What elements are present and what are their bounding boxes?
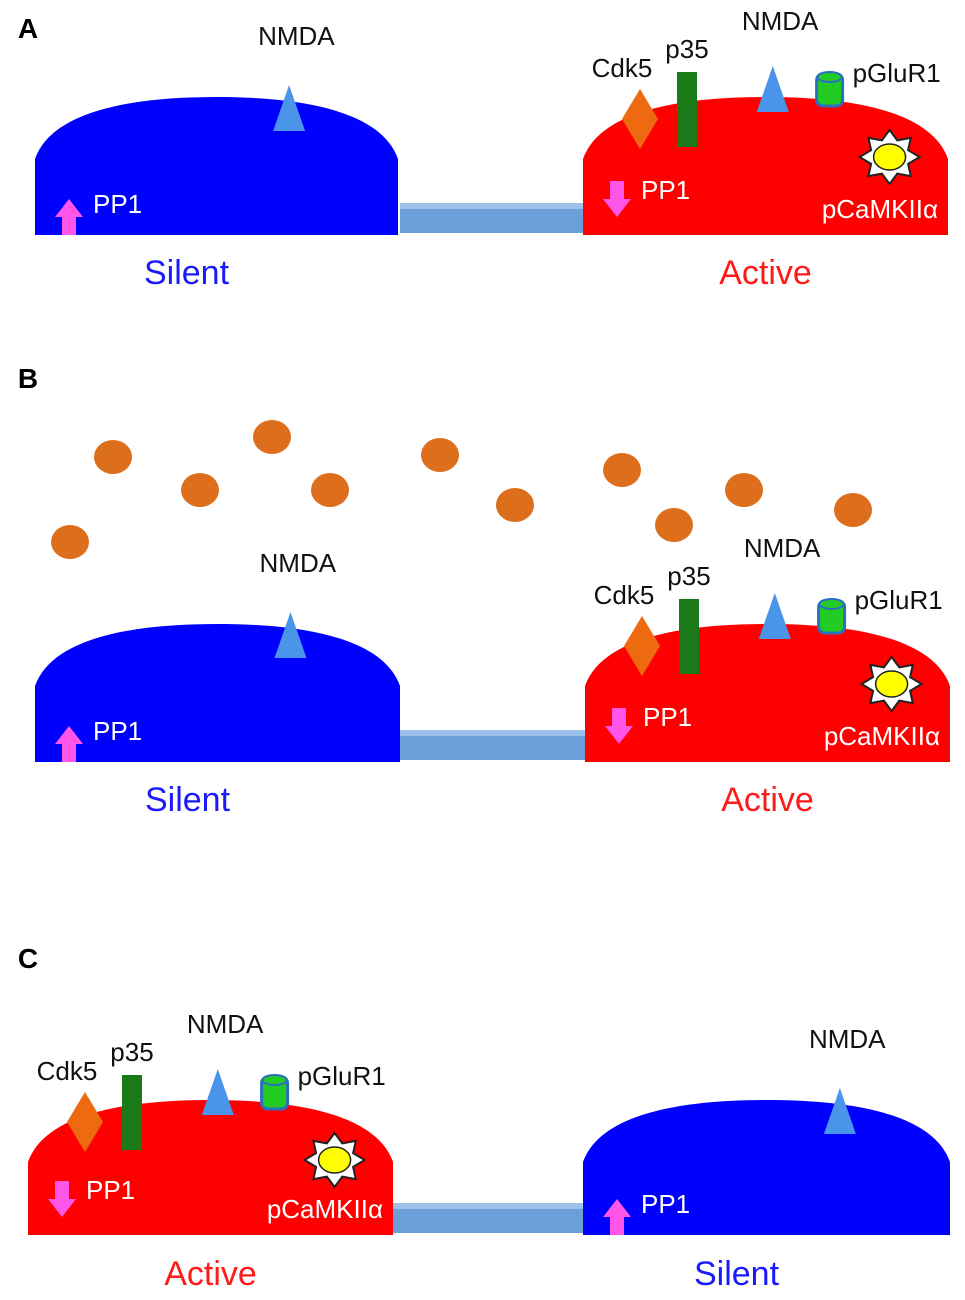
glur1-cylinder-top bbox=[816, 71, 843, 83]
nmda-triangle-icon bbox=[823, 1088, 856, 1134]
pp1-label: PP1 bbox=[93, 189, 142, 219]
nmda-triangle-icon bbox=[273, 85, 306, 131]
active-spine bbox=[583, 97, 948, 235]
cdk5-label: Cdk5 bbox=[592, 53, 653, 83]
pp1-label: PP1 bbox=[641, 1189, 690, 1219]
panel-label-c: C bbox=[18, 943, 38, 974]
extracellular-particle bbox=[253, 420, 291, 454]
p35-bar-icon bbox=[122, 1075, 142, 1150]
glur1-cylinder-top bbox=[261, 1074, 288, 1086]
extracellular-particle bbox=[834, 493, 872, 527]
pcamkii-label: pCaMKIIα bbox=[824, 721, 940, 751]
sun-core bbox=[317, 1146, 352, 1174]
extracellular-particle bbox=[725, 473, 763, 507]
silent-spine bbox=[35, 624, 400, 762]
up-arrow-icon bbox=[55, 726, 83, 762]
nmda-label: NMDA bbox=[260, 548, 337, 578]
active-state-label: Active bbox=[164, 1255, 257, 1293]
sun-icon bbox=[857, 128, 922, 186]
cdk5-diamond-icon bbox=[622, 89, 658, 149]
panel-label-b: B bbox=[18, 363, 38, 394]
extracellular-particle bbox=[181, 473, 219, 507]
pp1-label: PP1 bbox=[641, 175, 690, 205]
nmda-label: NMDA bbox=[187, 1009, 264, 1039]
silent-state-label: Silent bbox=[144, 254, 230, 292]
down-arrow-icon bbox=[605, 708, 633, 744]
up-arrow-icon bbox=[55, 199, 83, 235]
sun-icon bbox=[859, 655, 924, 713]
pglur1-label: pGluR1 bbox=[853, 58, 941, 88]
nmda-triangle-icon bbox=[201, 1069, 234, 1115]
nmda-triangle-icon bbox=[274, 612, 307, 658]
nmda-label: NMDA bbox=[258, 21, 335, 51]
p35-label: p35 bbox=[110, 1037, 153, 1067]
silent-spine bbox=[583, 1100, 950, 1235]
dendrite-connector-highlight bbox=[400, 203, 583, 209]
silent-state-label: Silent bbox=[145, 781, 231, 819]
nmda-triangle-icon bbox=[756, 66, 789, 112]
sun-core bbox=[874, 670, 909, 698]
sun-icon bbox=[302, 1131, 367, 1189]
down-arrow-icon bbox=[48, 1181, 76, 1217]
extracellular-particle bbox=[421, 438, 459, 472]
p35-label: p35 bbox=[665, 34, 708, 64]
nmda-label: NMDA bbox=[742, 6, 819, 36]
p35-label: p35 bbox=[667, 561, 710, 591]
extracellular-particle bbox=[94, 440, 132, 474]
up-arrow-icon bbox=[603, 1199, 631, 1235]
pp1-label: PP1 bbox=[643, 702, 692, 732]
pcamkii-label: pCaMKIIα bbox=[267, 1194, 383, 1224]
cdk5-diamond-icon bbox=[624, 616, 660, 676]
glur1-cylinder-top bbox=[818, 598, 845, 610]
sun-core bbox=[872, 143, 907, 171]
active-spine bbox=[585, 624, 950, 762]
pglur1-label: pGluR1 bbox=[298, 1061, 386, 1091]
cdk5-label: Cdk5 bbox=[37, 1056, 98, 1086]
cdk5-label: Cdk5 bbox=[594, 580, 655, 610]
cdk5-diamond-icon bbox=[67, 1092, 103, 1152]
active-state-label: Active bbox=[721, 781, 814, 819]
extracellular-particle bbox=[603, 453, 641, 487]
down-arrow-icon bbox=[603, 181, 631, 217]
extracellular-particle bbox=[496, 488, 534, 522]
active-spine bbox=[28, 1100, 393, 1235]
p35-bar-icon bbox=[677, 72, 697, 147]
pp1-label: PP1 bbox=[86, 1175, 135, 1205]
extracellular-particle bbox=[51, 525, 89, 559]
pp1-label: PP1 bbox=[93, 716, 142, 746]
extracellular-particle bbox=[655, 508, 693, 542]
nmda-label: NMDA bbox=[744, 533, 821, 563]
dendrite-connector-highlight bbox=[400, 730, 585, 736]
silent-state-label: Silent bbox=[694, 1255, 780, 1293]
silent-spine bbox=[35, 97, 398, 235]
extracellular-particle bbox=[311, 473, 349, 507]
pcamkii-label: pCaMKIIα bbox=[822, 194, 938, 224]
p35-bar-icon bbox=[679, 599, 699, 674]
active-state-label: Active bbox=[719, 254, 812, 292]
dendrite-connector-highlight bbox=[393, 1203, 583, 1209]
panel-label-a: A bbox=[18, 13, 38, 44]
nmda-label: NMDA bbox=[809, 1024, 886, 1054]
pglur1-label: pGluR1 bbox=[855, 585, 943, 615]
nmda-triangle-icon bbox=[758, 593, 791, 639]
